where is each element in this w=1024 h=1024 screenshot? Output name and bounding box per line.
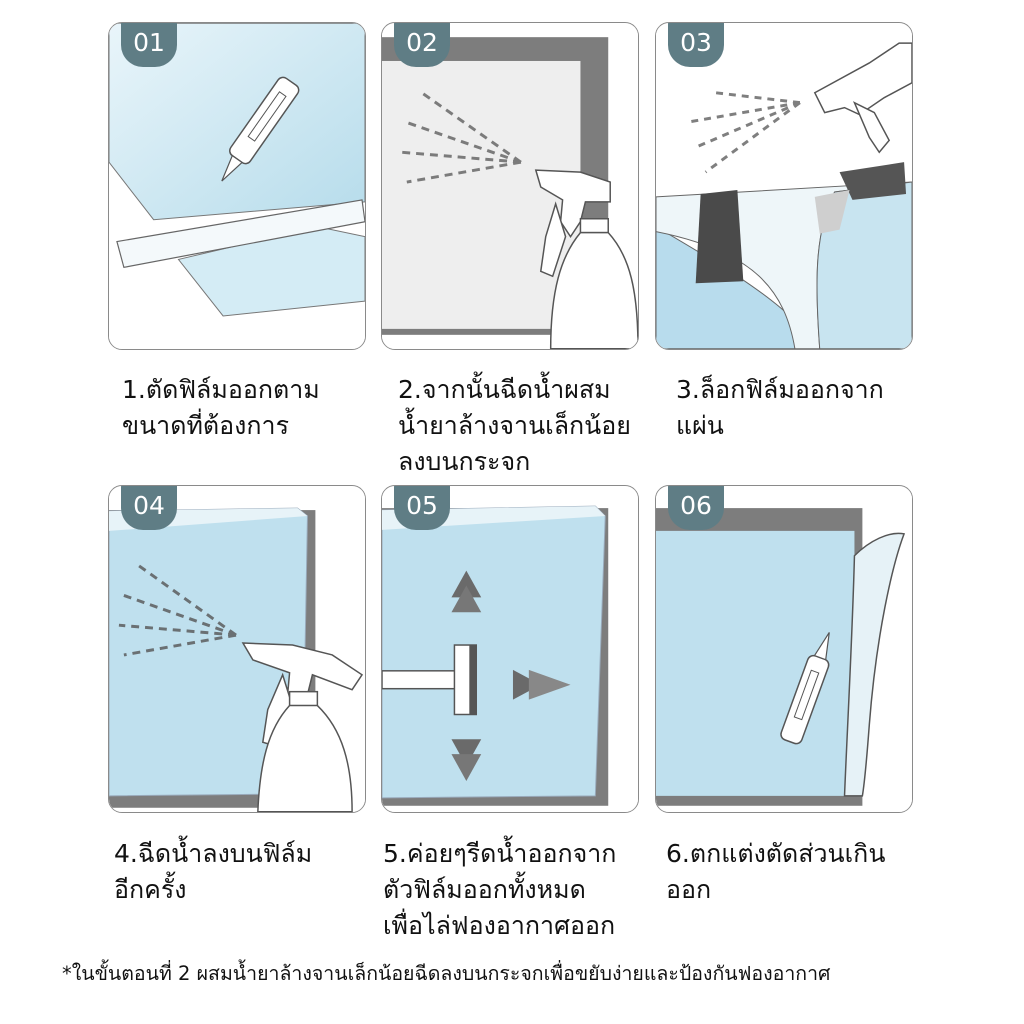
down-arrow-icon bbox=[451, 739, 482, 781]
spray-mist-icon bbox=[118, 564, 237, 657]
step-number-badge: 06 bbox=[668, 486, 724, 530]
squeegee-icon bbox=[382, 644, 478, 716]
step-4-caption: 4.ฉีดน้ำลงบนฟิล์ม อีกครั้ง bbox=[114, 836, 384, 908]
spray-bottle-icon bbox=[241, 642, 364, 812]
step-3-panel: 03 bbox=[655, 22, 913, 350]
step-number-badge: 02 bbox=[394, 23, 450, 67]
up-arrow-icon bbox=[451, 570, 482, 613]
step-1-panel: 01 bbox=[108, 22, 366, 350]
footnote: *ในขั้นตอนที่ 2 ผสมน้ำยาล้างจานเล็กน้อยฉ… bbox=[62, 962, 831, 985]
caption-line: ออก bbox=[666, 875, 712, 904]
caption-line: 3.ล็อกฟิล์มออกจาก bbox=[676, 375, 884, 404]
caption-line: อีกครั้ง bbox=[114, 875, 187, 904]
caption-line: ตัวฟิล์มออกทั้งหมด bbox=[383, 875, 586, 904]
caption-line: 6.ตกแต่งตัดส่วนเกิน bbox=[666, 839, 886, 868]
step-number-badge: 04 bbox=[121, 486, 177, 530]
cutter-knife-icon bbox=[221, 76, 300, 182]
squeegee-illustration bbox=[382, 486, 638, 812]
caption-line: 5.ค่อยๆรีดน้ำออกจาก bbox=[383, 839, 617, 868]
step-5-panel: 05 bbox=[381, 485, 639, 813]
peeling-film-illustration bbox=[656, 23, 912, 349]
step-6-caption: 6.ตกแต่งตัดส่วนเกิน ออก bbox=[666, 836, 936, 908]
step-6-panel: 06 bbox=[655, 485, 913, 813]
spraying-glass-illustration bbox=[382, 23, 638, 349]
caption-line: เพื่อไล่ฟองอากาศออก bbox=[383, 911, 616, 940]
spray-bottle-icon bbox=[534, 169, 638, 349]
step-number-badge: 05 bbox=[394, 486, 450, 530]
caption-line: แผ่น bbox=[676, 411, 724, 440]
caption-line: 2.จากนั้นฉีดน้ำผสม bbox=[398, 375, 611, 404]
caption-line: 1.ตัดฟิล์มออกตาม bbox=[122, 375, 320, 404]
step-number-badge: 01 bbox=[121, 23, 177, 67]
caption-line: ลงบนกระจก bbox=[398, 447, 531, 476]
caption-line: น้ำยาล้างจานเล็กน้อย bbox=[398, 411, 631, 440]
caption-line: 4.ฉีดน้ำลงบนฟิล์ม bbox=[114, 839, 313, 868]
cutting-film-illustration bbox=[109, 23, 365, 349]
step-2-caption: 2.จากนั้นฉีดน้ำผสม น้ำยาล้างจานเล็กน้อย … bbox=[398, 372, 668, 480]
spray-mist-icon bbox=[401, 91, 522, 184]
spray-mist-icon bbox=[685, 91, 801, 174]
step-4-panel: 04 bbox=[108, 485, 366, 813]
step-5-caption: 5.ค่อยๆรีดน้ำออกจาก ตัวฟิล์มออกทั้งหมด เ… bbox=[383, 836, 653, 944]
step-1-caption: 1.ตัดฟิล์มออกตาม ขนาดที่ต้องการ bbox=[122, 372, 392, 444]
caption-line: ขนาดที่ต้องการ bbox=[122, 411, 289, 440]
spray-bottle-icon bbox=[813, 42, 912, 154]
cutter-knife-icon bbox=[780, 632, 830, 745]
trimming-excess-illustration bbox=[656, 486, 912, 812]
step-3-caption: 3.ล็อกฟิล์มออกจาก แผ่น bbox=[676, 372, 946, 444]
step-2-panel: 02 bbox=[381, 22, 639, 350]
spraying-film-illustration bbox=[109, 486, 365, 812]
step-number-badge: 03 bbox=[668, 23, 724, 67]
right-arrow-icon bbox=[512, 669, 571, 700]
